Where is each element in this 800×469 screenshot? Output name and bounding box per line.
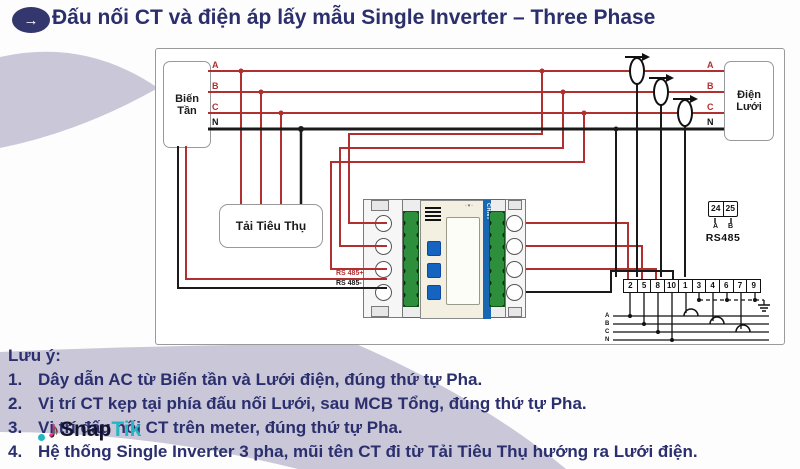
rs485-pin-b-label: B — [727, 223, 734, 230]
note-text: Hệ thống Single Inverter 3 pha, mũi tên … — [38, 442, 698, 461]
terminal-number: 1 — [677, 280, 692, 292]
rs485-minus-label: RS 485- — [336, 280, 362, 287]
meter-button-esc — [427, 263, 441, 278]
watermark-tik-text: Tik — [111, 418, 142, 441]
inverter-box: Biến Tần — [163, 61, 211, 148]
meter-terminal-strip-right — [489, 211, 505, 307]
note-text: Vị trí đấu nối CT trên meter, đúng thứ t… — [38, 418, 403, 437]
meter-screw-tab — [371, 306, 389, 317]
neutral-label-left: N — [212, 117, 219, 127]
phase-b-label-left: B — [212, 81, 219, 91]
meter-terminal-hole — [375, 215, 392, 232]
neutral-label-right: N — [707, 117, 714, 127]
music-note-icon: ♪ — [47, 416, 59, 443]
phase-b-label-right: B — [707, 81, 714, 91]
terminal-number: 5 — [636, 280, 651, 292]
meter-terminal-hole — [506, 284, 523, 301]
rs485-pin-24: 24 — [711, 203, 721, 213]
rs485-port-terminals: 24 25 — [708, 201, 738, 217]
meter-terminal-hole — [375, 284, 392, 301]
notes-heading: Lưu ý: — [8, 346, 61, 365]
terminal-number: 6 — [718, 280, 733, 292]
note-text: Vị trí CT kẹp tại phía đấu nối Lưới, sau… — [38, 394, 587, 413]
block-phase-c-label: C — [605, 329, 610, 335]
watermark-snap-text: Snap — [60, 418, 112, 441]
meter-terminal-hole — [375, 238, 392, 255]
note-item: 3. Vị trí đấu nối CT trên meter, đúng th… — [8, 417, 794, 438]
rs485-pin-25: 25 — [722, 202, 738, 216]
terminal-number: 7 — [732, 280, 747, 292]
meter-button-set — [427, 241, 441, 256]
rs485-plus-label: RS 485+ — [336, 270, 364, 277]
phase-a-label-left: A — [212, 60, 219, 70]
rs485-pin-a-label: A — [712, 223, 719, 230]
meter-indicator-icons: ◦▾◦ — [465, 203, 475, 209]
note-item: 4. Hệ thống Single Inverter 3 pha, mũi t… — [8, 441, 794, 462]
note-text: Dây dẫn AC từ Biến tần và Lưới điện, đún… — [38, 370, 483, 389]
meter-terminal-hole — [506, 215, 523, 232]
meter-screw-tab — [508, 307, 522, 317]
meter-screw-tab — [508, 200, 522, 210]
note-number: 3. — [8, 418, 23, 437]
snaptik-watermark: ♪ Snap Tik — [38, 416, 141, 444]
terminal-number: 10 — [664, 280, 678, 292]
meter-terminal-number-strip: 2 5 8 10 1 3 4 6 7 9 — [623, 279, 761, 293]
qr-code — [425, 205, 441, 221]
rs485-port-label: RS485 — [705, 232, 741, 244]
meter-face: ◦▾◦ CHNT — [420, 200, 491, 319]
terminal-number: 3 — [691, 280, 706, 292]
phase-c-label-left: C — [212, 102, 219, 112]
ct-clamp-icons — [625, 53, 698, 127]
rs485-pin-labels: A B — [708, 223, 738, 230]
arrow-bullet-icon: → — [12, 7, 50, 33]
note-number: 1. — [8, 370, 23, 389]
wiring-diagram-panel: Biến Tần Điện Lưới Tải Tiêu Thụ A B C N … — [155, 48, 785, 345]
load-box: Tải Tiêu Thụ — [219, 204, 323, 248]
phase-c-label-right: C — [707, 102, 714, 112]
block-neutral-label: N — [605, 337, 610, 343]
meter-terminal-strip-left — [403, 211, 419, 307]
notes-section: Lưu ý: 1. Dây dẫn AC từ Biến tần và Lưới… — [8, 346, 794, 462]
terminal-number: 9 — [746, 280, 760, 292]
watermark-dot-icon — [38, 433, 45, 441]
grid-box: Điện Lưới — [724, 61, 774, 141]
terminal-number: 2 — [628, 281, 633, 290]
note-item: 2. Vị trí CT kẹp tại phía đấu nối Lưới, … — [8, 393, 794, 414]
note-number: 2. — [8, 394, 23, 413]
meter-terminal-hole — [506, 261, 523, 278]
ground-symbol — [758, 304, 770, 312]
phase-a-label-right: A — [707, 60, 714, 70]
block-phase-b-label: B — [605, 321, 610, 327]
terminal-number: 8 — [650, 280, 664, 292]
page-title: Đấu nối CT và điện áp lấy mẫu Single Inv… — [52, 6, 656, 29]
meter-terminal-hole — [375, 261, 392, 278]
meter-button-enter — [427, 285, 441, 300]
meter-terminal-hole — [506, 238, 523, 255]
meter-lcd-display — [446, 217, 480, 305]
meter-screw-tab — [371, 200, 389, 211]
block-phase-a-label: A — [605, 313, 610, 319]
note-item: 1. Dây dẫn AC từ Biến tần và Lưới điện, … — [8, 369, 794, 390]
terminal-number: 4 — [705, 280, 719, 292]
note-number: 4. — [8, 442, 23, 461]
